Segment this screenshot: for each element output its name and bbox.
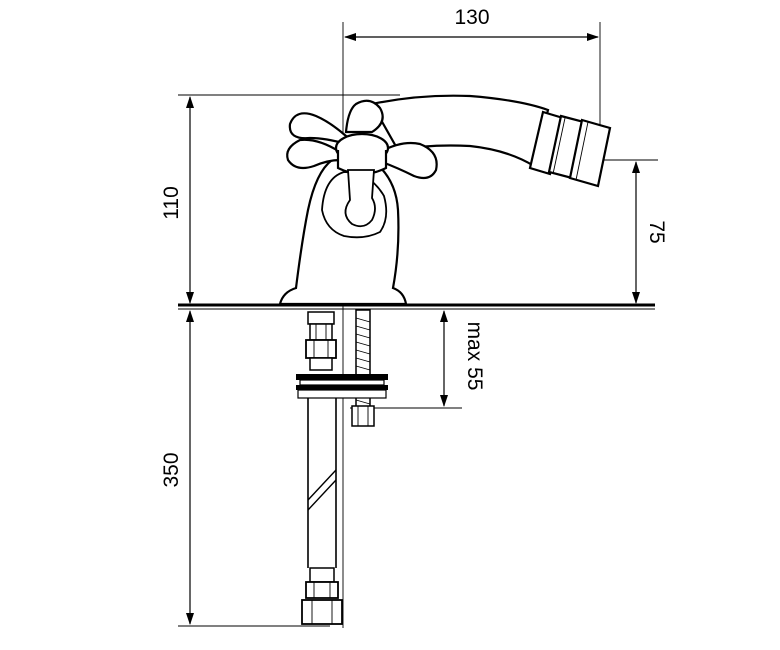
aerator bbox=[528, 110, 612, 188]
mounting-stud bbox=[351, 309, 375, 427]
flexible-hose bbox=[301, 311, 343, 625]
dimension-label-hose-length: 350 bbox=[160, 452, 183, 487]
dimension-label-outlet-height: 75 bbox=[645, 220, 668, 243]
dimension-hose-length: 350 bbox=[160, 310, 194, 625]
dimension-outlet-height: 75 bbox=[632, 161, 668, 304]
cross-handle bbox=[286, 99, 438, 228]
dimension-label-max-deck-thickness: max 55 bbox=[463, 322, 486, 391]
dimension-max-deck-thickness: max 55 bbox=[440, 310, 486, 407]
faucet-spout bbox=[370, 94, 612, 188]
faucet-body bbox=[278, 158, 408, 306]
dimension-label-spout-reach: 130 bbox=[454, 6, 489, 29]
dimension-spout-reach: 130 bbox=[344, 6, 599, 41]
dimension-label-overall-height: 110 bbox=[160, 186, 183, 219]
fixing-plate bbox=[296, 374, 388, 399]
extension-lines bbox=[178, 22, 658, 628]
dimension-overall-height: 110 bbox=[160, 96, 194, 304]
countertop-deck bbox=[178, 303, 655, 310]
